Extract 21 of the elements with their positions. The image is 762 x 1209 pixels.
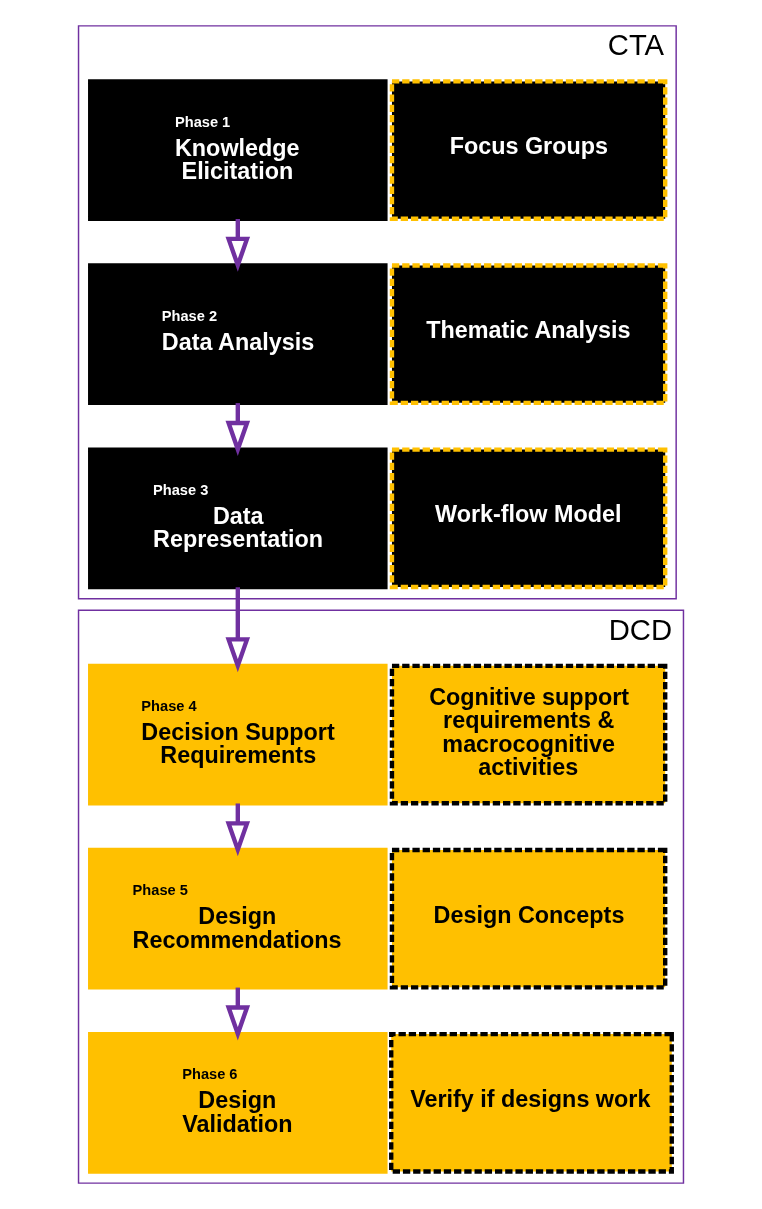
cluster <box>77 609 685 1184</box>
node-box: Design Concepts <box>389 847 668 990</box>
arrow <box>225 987 251 1041</box>
node-box: Phase 6 Design Validation <box>88 1031 388 1174</box>
node-box: Thematic Analysis <box>389 263 668 406</box>
arrow <box>225 219 251 272</box>
node-label: DCD <box>608 613 673 646</box>
node-box: Phase 3 Data Representation <box>88 447 388 590</box>
arrow <box>225 403 251 456</box>
node-box: Phase 2 Data Analysis <box>88 263 388 406</box>
node-box: Phase 1 Knowledge Elicitation <box>88 79 388 221</box>
node-box: Phase 4 Decision Support Requirements <box>88 663 388 806</box>
node-box: Phase 5 Design Recommendations <box>88 847 388 990</box>
arrow <box>225 587 251 673</box>
arrow <box>225 803 251 857</box>
node-box: Work-flow Model <box>389 447 668 590</box>
node-label: CTA <box>607 29 665 62</box>
node-box: Verify if designs work <box>389 1031 674 1174</box>
node-box: Cognitive support requirements & macrocognitive activities <box>389 663 668 806</box>
node-box: Focus Groups <box>389 79 668 221</box>
cluster <box>77 25 677 600</box>
